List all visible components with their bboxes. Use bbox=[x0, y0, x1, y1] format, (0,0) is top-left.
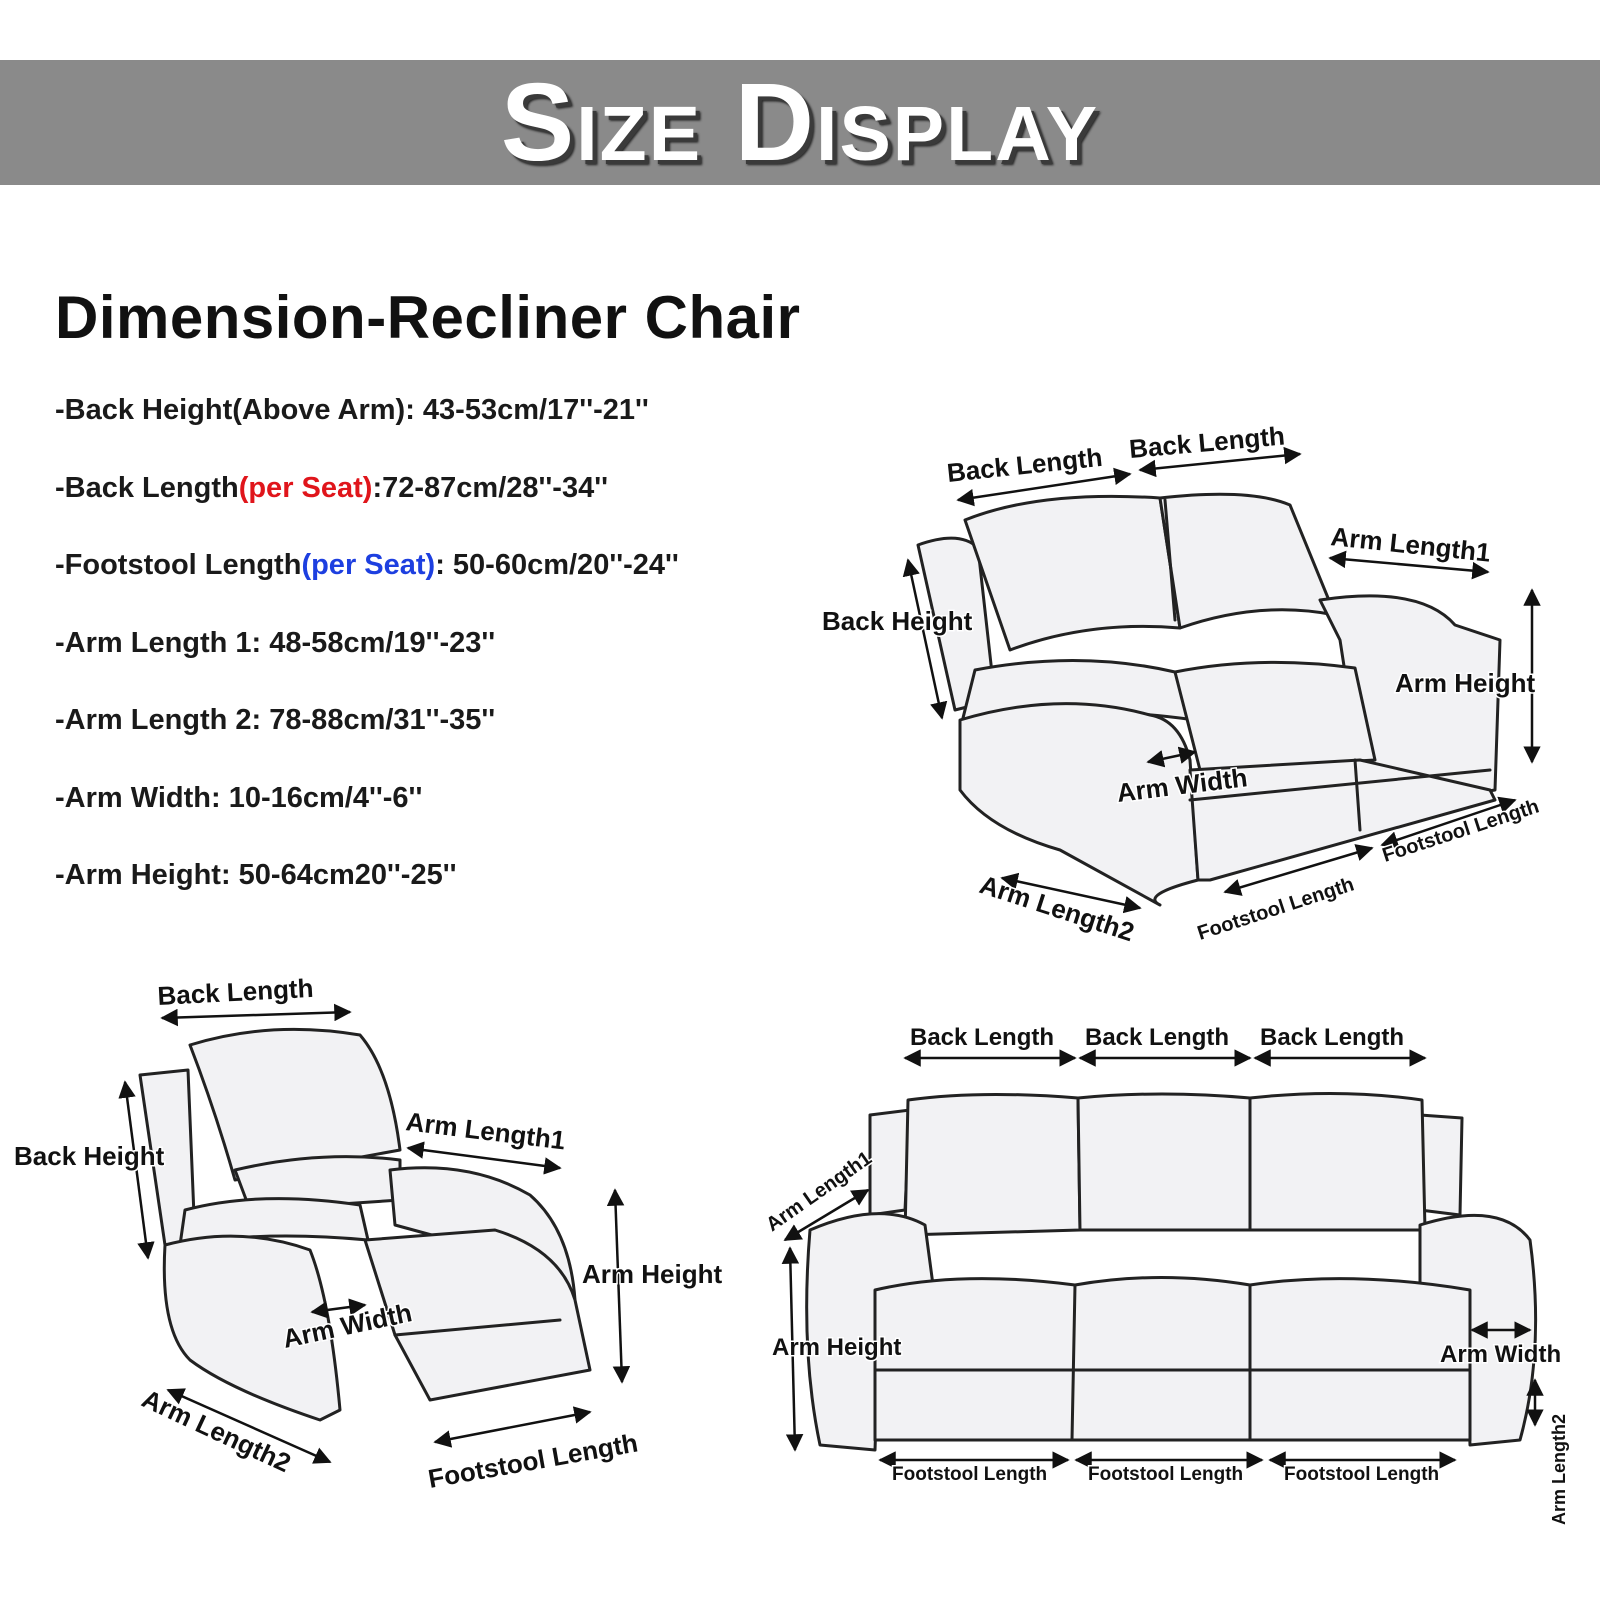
sofa-arm-width: Arm Width bbox=[1440, 1341, 1561, 1368]
sofa-back-length-2: Back Length bbox=[1085, 1024, 1229, 1051]
size-display-banner: Size Display bbox=[0, 60, 1600, 185]
sofa-back-length-1: Back Length bbox=[910, 1024, 1054, 1051]
loveseat-arm-height: Arm Height bbox=[1395, 668, 1535, 698]
sofa-back-1 bbox=[903, 1092, 1082, 1237]
spec-footstool-length-value: : 50-60cm/20''-24'' bbox=[435, 549, 679, 581]
loveseat-back-left bbox=[963, 494, 1182, 652]
sofa-left-back bbox=[868, 1108, 912, 1217]
loveseat-back-height: Back Height bbox=[822, 606, 973, 636]
loveseat-back-right bbox=[1158, 492, 1337, 630]
loveseat-seat bbox=[1173, 660, 1377, 772]
sofa-footstool-length-3: Footstool Length bbox=[1284, 1464, 1439, 1485]
spec-footstool-length: -Footstool Length(per Seat): 50-60cm/20'… bbox=[55, 547, 679, 625]
chair-back bbox=[188, 1027, 402, 1182]
sofa-footstool-length-1: Footstool Length bbox=[892, 1464, 1047, 1485]
chair-arm-length-1: Arm Length1 bbox=[404, 1106, 567, 1155]
chair-seat-back bbox=[233, 1155, 402, 1212]
sofa-back-2 bbox=[1076, 1092, 1252, 1232]
spec-back-length: -Back Length(per Seat):72-87cm/28''-34'' bbox=[55, 470, 679, 548]
banner-title: Size Display bbox=[500, 60, 1100, 184]
dimension-arrows bbox=[118, 446, 1544, 1469]
spec-list: -Back Height(Above Arm): 43-53cm/17''-21… bbox=[55, 392, 679, 935]
chair-back-length: Back Length bbox=[157, 973, 314, 1011]
spec-arm-length-1: -Arm Length 1: 48-58cm/19''-23'' bbox=[55, 626, 496, 659]
spec-back-length-label: -Back Length bbox=[55, 471, 239, 504]
chair-arm-height: Arm Height bbox=[582, 1259, 722, 1289]
sofa-illustration bbox=[805, 1091, 1538, 1452]
sofa-right-back bbox=[1418, 1113, 1464, 1217]
spec-back-length-note: (per Seat) bbox=[238, 471, 373, 504]
sofa-arm-height: Arm Height bbox=[772, 1334, 901, 1361]
spec-back-length-value: :72-87cm/28''-34'' bbox=[372, 471, 609, 504]
loveseat-footstool-length-1: Footstool Length bbox=[1195, 873, 1357, 944]
chair-back-height: Back Height bbox=[14, 1141, 165, 1171]
spec-footstool-length-label: -Footstool Length bbox=[55, 549, 302, 581]
dimension-heading: Dimension-Recliner Chair bbox=[55, 284, 801, 351]
chair-front bbox=[162, 1234, 342, 1422]
spec-arm-width: -Arm Width: 10-16cm/4''-6'' bbox=[55, 781, 423, 814]
chair-footrest bbox=[363, 1228, 592, 1402]
sofa-back-3 bbox=[1248, 1091, 1427, 1232]
sofa-seats bbox=[873, 1276, 1472, 1442]
spec-footstool-length-note: (per Seat) bbox=[301, 549, 436, 581]
sofa-back-length-3: Back Length bbox=[1260, 1024, 1404, 1051]
spec-arm-length-2: -Arm Length 2: 78-88cm/31''-35'' bbox=[55, 704, 496, 736]
chair-illustration bbox=[138, 1027, 592, 1422]
spec-back-height: -Back Height(Above Arm): 43-53cm/17''-21… bbox=[55, 394, 649, 426]
sofa-footstool-length-2: Footstool Length bbox=[1088, 1464, 1243, 1485]
spec-arm-height: -Arm Height: 50-64cm20''-25'' bbox=[55, 859, 457, 891]
sofa-arm-length-2: Arm Length2 bbox=[1549, 1414, 1569, 1525]
